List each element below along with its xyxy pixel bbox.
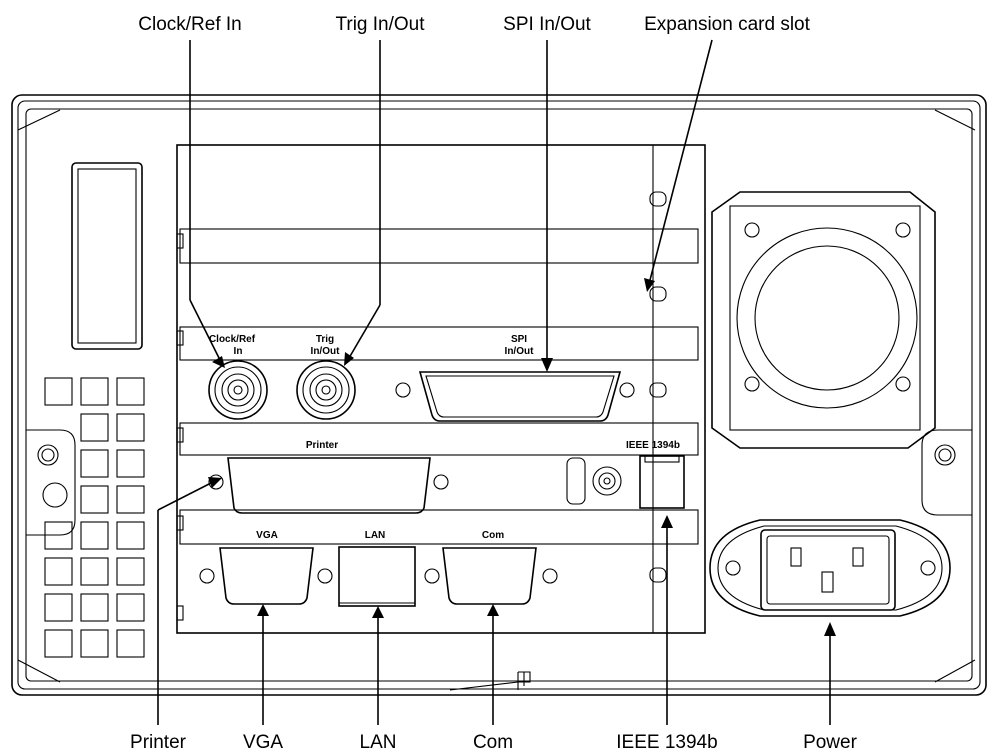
label-printer: Printer [306,440,338,451]
leader-lan [372,606,384,725]
air-vent-slot [71,162,143,350]
chassis-outline [11,94,987,696]
leader-printer [157,477,222,725]
callout-power: Power [803,732,858,753]
label-spi-2: In/Out [505,346,535,357]
label-vga: VGA [256,530,278,541]
label-ieee-1394b: IEEE 1394b [626,440,680,451]
spi-dsub-connector [395,371,635,422]
callout-vga: VGA [243,732,283,753]
card-cage [176,144,706,634]
vent-grid [44,377,145,658]
label-lan: LAN [365,530,386,541]
lan-port [338,546,416,607]
label-com: Com [482,530,504,541]
clock-ref-bnc-connector [208,360,268,420]
leader-spi-in-out [541,40,553,372]
callout-printer: Printer [130,732,187,753]
callout-spi-in-out: SPI In/Out [503,14,591,35]
callout-ieee-1394b: IEEE 1394b [616,732,717,753]
callout-clock-ref-in: Clock/Ref In [138,14,241,35]
leader-power [824,622,836,725]
callout-lan: LAN [360,732,397,753]
callout-com: Com [473,732,513,753]
leader-trig-in-out [344,40,381,366]
trig-bnc-connector [296,360,356,420]
leader-ieee-1394b [661,515,673,725]
vga-dsub-connector [199,547,333,605]
leader-clock-ref-in [189,40,225,368]
bottom-cable-tab [449,671,531,691]
label-trig-2: In/Out [311,346,341,357]
leader-com [487,604,499,725]
leader-expansion-card-slot [644,39,713,292]
callout-trig-in-out: Trig In/Out [335,14,425,35]
com-dsub-connector [424,547,558,605]
label-trig-1: Trig [316,334,334,345]
side-handle-left [26,429,76,536]
ieee-1394b-port [566,455,685,509]
label-spi-1: SPI [511,334,527,345]
power-inlet [709,519,951,617]
label-clock-ref-1: Clock/Ref [209,334,256,345]
label-clock-ref-2: In [234,346,243,357]
printer-dsub-connector [208,457,449,514]
side-handle-right [921,429,972,516]
leader-vga [257,604,269,725]
callout-expansion-card-slot: Expansion card slot [644,14,811,35]
fan-assembly [711,191,936,449]
